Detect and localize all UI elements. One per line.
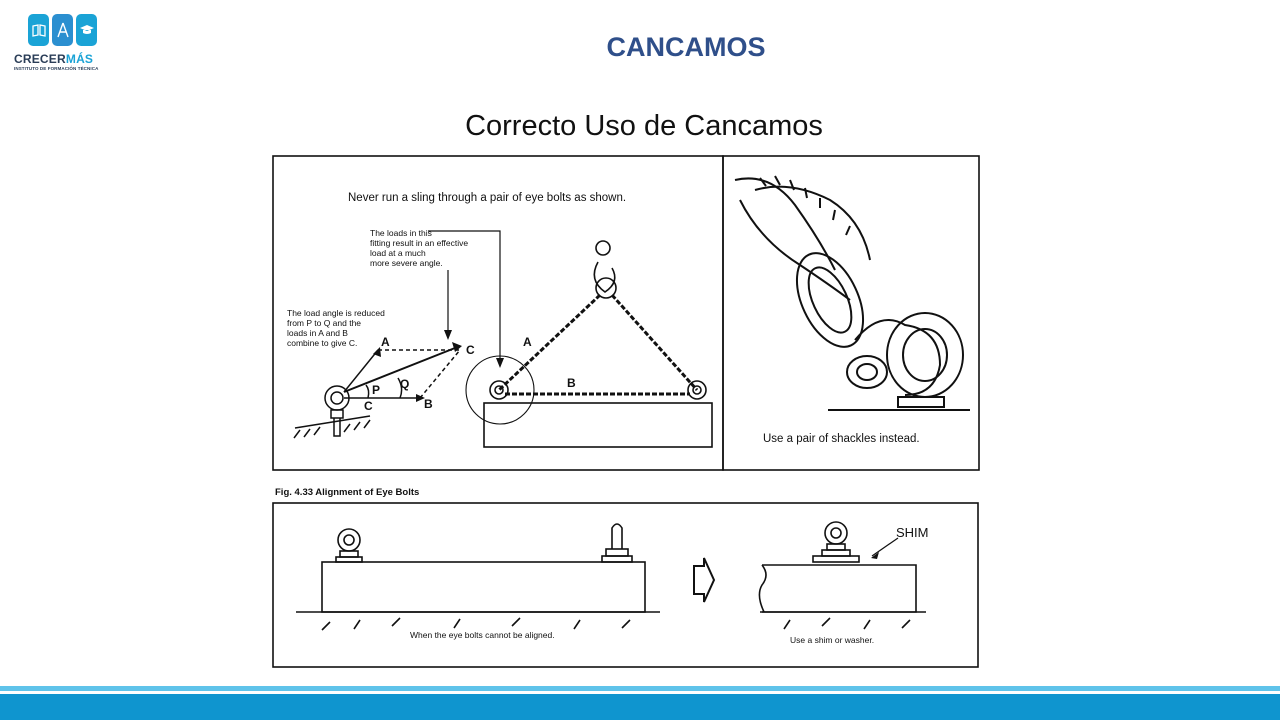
brand-tagline: INSTITUTO DE FORMACIÓN TÉCNICA <box>14 66 99 71</box>
panel-bottom <box>272 502 979 668</box>
label-p: P <box>372 383 380 397</box>
graduation-cap-icon <box>76 14 97 46</box>
brand-name: CRECERMÁS <box>14 52 94 66</box>
page-title: CANCAMOS <box>606 32 766 62</box>
logo-tiles <box>28 14 114 46</box>
label-b-vector: B <box>424 397 433 411</box>
leader-line <box>428 230 501 365</box>
compass-icon <box>52 14 73 46</box>
shim-label: SHIM <box>896 525 929 540</box>
arrow-head <box>496 358 504 368</box>
shim-drawing <box>758 521 926 630</box>
misaligned-bolts-drawing <box>296 523 716 631</box>
label-a-vector: A <box>381 335 390 349</box>
brand-logo: CRECERMÁS INSTITUTO DE FORMACIÓN TÉCNICA <box>14 14 114 84</box>
svg-text:The load angle is reduced: The load angle is reduced <box>287 308 385 318</box>
label-q: Q <box>400 377 409 391</box>
panel-top-right <box>722 155 980 471</box>
caption-shackles: Use a pair of shackles instead. <box>763 433 920 445</box>
book-icon <box>28 14 49 46</box>
label-c-vector: C <box>466 343 475 357</box>
svg-text:combine to give C.: combine to give C. <box>287 338 357 348</box>
svg-text:The loads in this: The loads in this <box>370 228 432 238</box>
svg-text:from P to Q and the: from P to Q and the <box>287 318 361 328</box>
figure-label: Fig. 4.33 Alignment of Eye Bolts <box>275 487 419 498</box>
footer-stripe-light <box>0 686 1280 691</box>
label-b-sling: B <box>567 376 576 390</box>
footer-stripe-dark <box>0 694 1280 720</box>
svg-text:load at a much: load at a much <box>370 248 426 258</box>
note-load-angle: The load angle is reduced from P to Q an… <box>287 308 385 348</box>
caption-cannot-align: When the eye bolts cannot be aligned. <box>410 630 555 640</box>
label-c-base: C <box>364 399 373 413</box>
caption-shim: Use a shim or washer. <box>790 635 874 645</box>
svg-text:loads in A and B: loads in A and B <box>287 328 348 338</box>
page-subtitle: Correcto Uso de Cancamos <box>465 110 823 142</box>
caption-never-sling: Never run a sling through a pair of eye … <box>348 192 626 204</box>
arrow-head-2 <box>444 330 452 340</box>
svg-text:more severe angle.: more severe angle. <box>370 258 443 268</box>
shackle-drawing <box>734 175 970 411</box>
note-loads-fitting: The loads in this fitting result in an e… <box>370 228 468 268</box>
svg-text:fitting result in an effective: fitting result in an effective <box>370 238 468 248</box>
sling-lift-drawing <box>465 240 713 448</box>
label-a-sling: A <box>523 335 532 349</box>
vector-diagram <box>293 345 461 439</box>
